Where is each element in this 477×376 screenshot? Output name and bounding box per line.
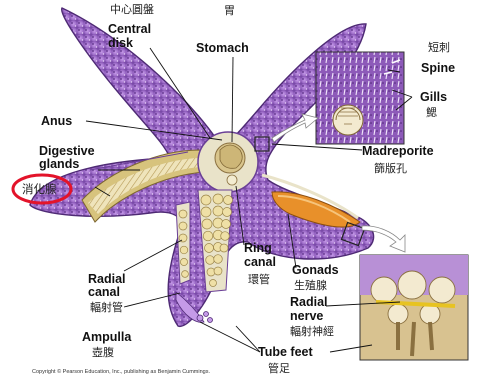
label-ampulla: Ampulla: [82, 330, 132, 344]
label-anus: Anus: [41, 114, 72, 128]
label-radial-canal-line1: Radial: [88, 272, 126, 286]
label-stomach: Stomach: [196, 41, 249, 55]
label-digestive-glands: Digestive glands: [39, 144, 98, 171]
label-gills-zh: 鰓: [426, 106, 437, 119]
label-central-disk-line2: disk: [108, 36, 133, 50]
label-ring-canal-line1: Ring: [244, 241, 272, 255]
label-digestive-glands-line2: glands: [39, 157, 79, 171]
inset-tube-feet: [360, 255, 468, 360]
label-stomach-zh: 胃: [224, 4, 235, 17]
label-gills: Gills: [420, 90, 447, 104]
label-tube-feet-zh: 管足: [268, 361, 290, 375]
label-madreporite-zh: 篩版孔: [374, 161, 407, 175]
label-central-disk-line1: Central: [108, 22, 151, 36]
label-tube-feet: Tube feet: [258, 345, 313, 359]
label-radial-canal: Radial canal: [88, 272, 129, 299]
label-digestive-glands-zh: 消化腺: [22, 182, 57, 196]
label-ring-canal-line2: canal: [244, 255, 276, 269]
copyright-text: Copyright © Pearson Education, Inc., pub…: [32, 368, 210, 375]
label-madreporite: Madreporite: [362, 144, 434, 158]
label-spine: Spine: [421, 61, 455, 75]
label-ring-canal-zh: 環管: [248, 272, 270, 286]
label-radial-nerve-line2: nerve: [290, 309, 323, 323]
label-central-disk-zh: 中心圓盤: [110, 3, 154, 16]
label-radial-canal-zh: 輻射管: [90, 300, 123, 314]
label-ring-canal: Ring canal: [244, 241, 276, 269]
label-radial-nerve-line1: Radial: [290, 295, 328, 309]
central-disk: [198, 132, 258, 192]
label-gonads-zh: 生殖腺: [294, 278, 327, 292]
label-radial-nerve: Radial nerve: [290, 295, 331, 323]
label-digestive-glands-line1: Digestive: [39, 144, 95, 158]
label-radial-canal-line2: canal: [88, 285, 120, 299]
label-spine-zh: 短刺: [428, 40, 450, 54]
label-central-disk: Central disk: [108, 22, 155, 50]
label-radial-nerve-zh: 輻射神經: [290, 324, 334, 338]
label-ampulla-zh: 壺腹: [92, 345, 114, 359]
label-gonads: Gonads: [292, 263, 339, 277]
inset-spine-gills: [316, 52, 404, 144]
